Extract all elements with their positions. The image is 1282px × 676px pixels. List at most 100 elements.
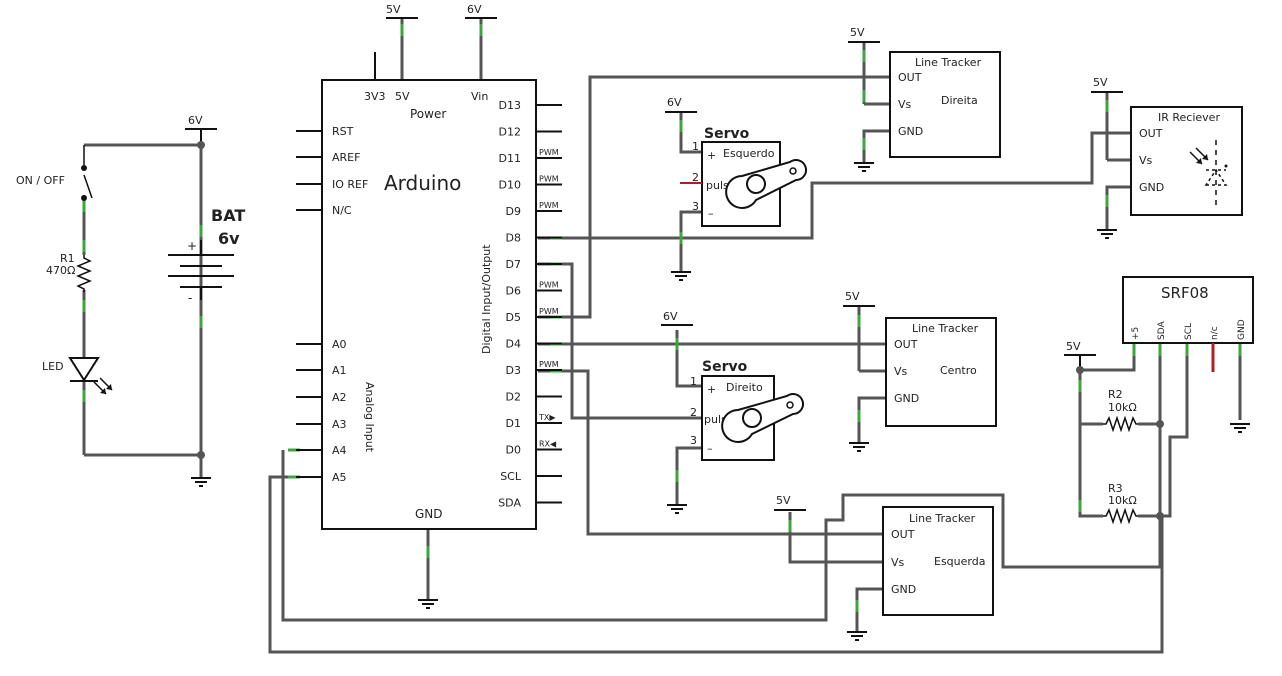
pwm-marker: PWM	[539, 360, 559, 369]
srf08-sensor: SRF08 +5 SDA SCL n/c GND 5V R2 10kΩ R3 1…	[1064, 276, 1254, 525]
arduino-pin-a3: A3	[332, 418, 347, 431]
digital-io-label: Digital Input/Output	[480, 244, 493, 354]
ground-icon	[191, 477, 211, 487]
switch-icon	[81, 145, 93, 201]
junction-dot	[197, 141, 205, 149]
r3-name: R3	[1108, 482, 1123, 495]
tracker-center-out: OUT	[894, 338, 918, 351]
arduino-pin-a0: A0	[332, 338, 347, 351]
wire-endpoints	[82, 24, 1242, 612]
rail-6v-label: 6V	[467, 3, 482, 16]
tracker-center-body	[885, 317, 997, 427]
ground-icon	[671, 271, 691, 281]
arduino-pin-d9: D9	[506, 205, 521, 218]
tracker-center-title: Line Tracker	[912, 322, 979, 335]
srf08-pin-sda: SDA	[1157, 321, 1167, 340]
servo-horn-icon	[721, 393, 804, 443]
arduino-pin-sda: SDA	[498, 497, 521, 510]
ir-body	[1130, 106, 1243, 216]
arduino-body	[321, 79, 537, 530]
battery-loop-wire	[84, 143, 203, 457]
ir-title: IR Reciever	[1158, 111, 1220, 124]
servo-mid-pin1: 1	[690, 375, 697, 388]
tracker-left-title: Line Tracker	[909, 512, 976, 525]
ir-gnd-wire	[1105, 185, 1130, 230]
servo-mid-rail: 6V	[663, 310, 678, 323]
r2-value: 10kΩ	[1108, 401, 1137, 414]
tracker-center-rail: 5V	[845, 290, 860, 303]
d3-wire	[538, 369, 883, 536]
tracker-left-name: Esquerda	[934, 555, 985, 568]
arduino-pin-aref: AREF	[332, 151, 360, 164]
srf08-pin-5v: +5	[1131, 327, 1141, 340]
ir-out: OUT	[1139, 127, 1163, 140]
srf08-rail: 5V	[1066, 340, 1081, 353]
arduino-pin-d5: D5	[506, 311, 521, 324]
servo-mid-minus: –	[707, 442, 713, 455]
arduino-pin-d10: D10	[499, 179, 521, 192]
servo-mid-gnd-wire	[675, 446, 702, 505]
arduino-pin-a2: A2	[332, 391, 347, 404]
rx-marker: RX◀	[539, 440, 557, 449]
ground-icon	[847, 631, 867, 641]
ir-receiver: 5V IR Reciever OUT Vs GND	[1091, 76, 1243, 239]
scl-up-wire	[1160, 370, 1189, 518]
ground-icon	[418, 599, 438, 609]
tracker-center-gnd: GND	[894, 392, 919, 405]
tracker-center-gnd-wire	[857, 396, 890, 443]
ir-rail: 5V	[1093, 76, 1108, 89]
line-tracker-center: 5V Line Tracker Centro OUT Vs GND	[843, 290, 997, 452]
arduino-pin-d2: D2	[506, 391, 521, 404]
junction-dot	[1076, 366, 1084, 374]
tracker-left-rail: 5V	[776, 494, 791, 507]
srf08-title: SRF08	[1161, 284, 1209, 302]
line-tracker-left: 5V Line Tracker Esquerda OUT Vs GND	[774, 494, 994, 641]
junction-dot	[1156, 512, 1164, 520]
line-tracker-right: 5V Line Tracker Direita OUT Vs GND	[848, 26, 1001, 172]
tracker-center-vs: Vs	[894, 365, 908, 378]
ground-icon	[1097, 229, 1117, 239]
arduino-pin-rst: RST	[332, 125, 354, 138]
arduino-pin-d11: D11	[499, 152, 521, 165]
arduino-pin-d4: D4	[506, 338, 521, 351]
arduino-pin-d13: D13	[499, 99, 521, 112]
ir-gnd: GND	[1139, 181, 1164, 194]
r1-value: 470Ω	[46, 264, 75, 277]
arduino-pin-io-ref: IO REF	[332, 178, 368, 191]
power-label: Power	[410, 107, 446, 121]
r3-value: 10kΩ	[1108, 494, 1137, 507]
servo-top-title: Servo	[704, 126, 750, 142]
servo-top-minus: –	[708, 207, 714, 220]
arduino-pin-n-c: N/C	[332, 204, 352, 217]
arduino-pin-d7: D7	[506, 258, 521, 271]
arduino-title: Arduino	[384, 171, 461, 195]
arduino-gnd-label: GND	[415, 507, 443, 521]
d8-wire	[538, 131, 1130, 240]
ground-icon	[854, 162, 874, 172]
battery-rail-label: 6V	[188, 114, 203, 127]
arduino-pin-a5: A5	[332, 471, 347, 484]
ground-icon	[849, 442, 869, 452]
servo-mid-pin2: 2	[690, 406, 697, 419]
battery-label: BAT	[211, 206, 245, 225]
ground-icon	[667, 504, 687, 514]
arduino-pin-d8: D8	[506, 232, 521, 245]
arduino-pin-d1: D1	[506, 417, 521, 430]
servo-mid-plus: +	[707, 383, 716, 396]
servo-top-name: Esquerdo	[723, 147, 775, 160]
pwm-marker: PWM	[539, 201, 559, 210]
arduino-pin-a4: A4	[332, 444, 347, 457]
servo-top: 6V Servo Esquerdo + pulse – 1 2 3	[665, 96, 807, 281]
srf08-pin-gnd: GND	[1237, 319, 1247, 340]
servo-top-pin1: 1	[692, 140, 699, 153]
pwm-marker: PWM	[539, 148, 559, 157]
d5-wire	[538, 75, 864, 319]
junction-dot	[197, 451, 205, 459]
servo-top-rail: 6V	[667, 96, 682, 109]
tracker-right-title: Line Tracker	[915, 56, 982, 69]
pwm-marker: PWM	[539, 307, 559, 316]
junction-dot	[1156, 420, 1164, 428]
